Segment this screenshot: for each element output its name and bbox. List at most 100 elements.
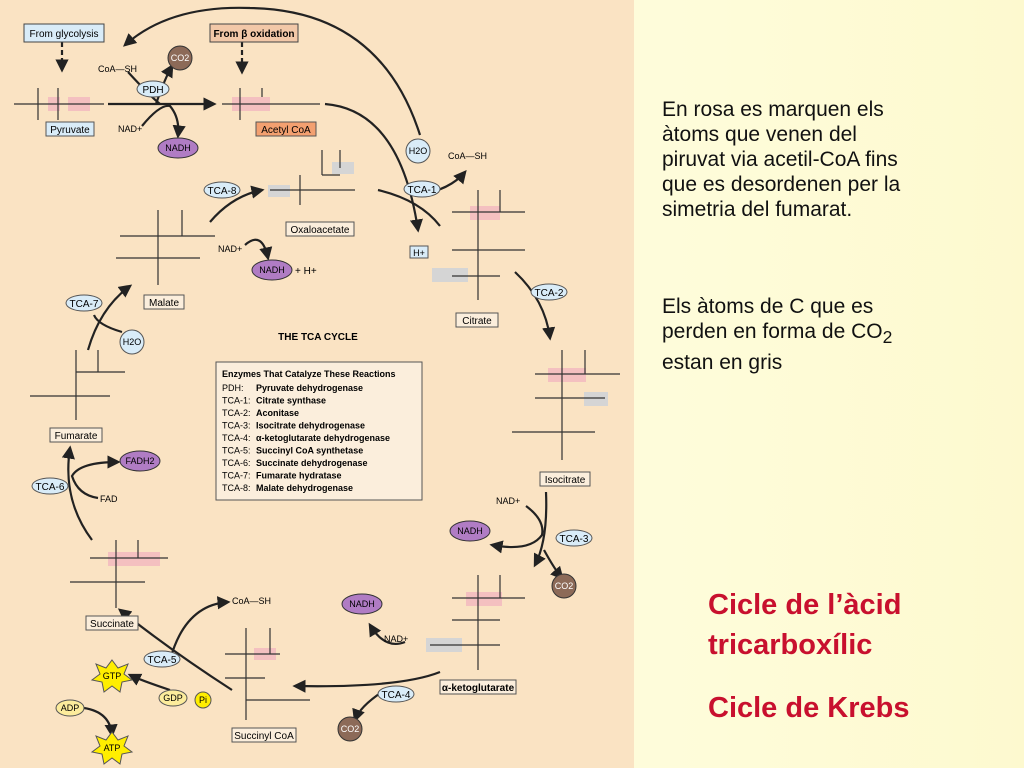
tca8-label: TCA-8 <box>208 186 237 197</box>
enzyme-code: TCA-6: <box>222 458 251 468</box>
fadh2-ellipse <box>119 450 161 472</box>
explanation-pink-atoms: En rosa es marquen els àtoms que venen d… <box>662 98 901 221</box>
enzyme-name: Succinate dehydrogenase <box>256 458 368 468</box>
co2-circle-tca3 <box>551 573 577 599</box>
arrow-tca2 <box>514 271 556 341</box>
from-beta-box <box>209 23 299 43</box>
tca2-label: TCA-2 <box>535 288 564 299</box>
fadh2-label: FADH2 <box>125 456 154 466</box>
title-tca-cycle: Cicle de l’àcid tricarboxílic <box>708 585 901 665</box>
acetyl-coa-box <box>255 121 317 137</box>
nadh-label-tca3: NADH <box>457 526 483 536</box>
arrow-tca6-fad <box>70 455 121 500</box>
pyruvate-box <box>45 121 95 137</box>
hplus-label: H+ <box>413 248 425 258</box>
arrow-tca3-nad <box>489 505 544 554</box>
title-line-1: Cicle de l’àcid <box>708 589 902 621</box>
succinate-label: Succinate <box>90 619 134 630</box>
gtp-star <box>90 659 134 693</box>
malate-box <box>143 294 185 310</box>
tca-cycle-diagram: From glycolysis From β oxidation <box>0 0 634 768</box>
explanation-gray-atoms: Els àtoms de C que es perden en forma de… <box>662 294 932 375</box>
enzyme-name: Citrate synthase <box>256 396 326 406</box>
nadh-pdh <box>157 137 199 159</box>
tca4-tag <box>377 685 415 703</box>
hplus-box <box>409 245 429 259</box>
arrow-tca4-nad <box>368 622 406 646</box>
enzyme-code: TCA-8: <box>222 483 251 493</box>
acetyl-coa-label: Acetyl CoA <box>261 125 311 136</box>
tca7-label: TCA-7 <box>70 299 99 310</box>
plus-h-label: + H+ <box>295 266 317 277</box>
co2-circle-tca4 <box>337 716 363 742</box>
succinyl-coa-label: Succinyl CoA <box>234 731 294 742</box>
nadh-tca4 <box>341 593 383 615</box>
pi-circle <box>194 691 212 709</box>
h2o-label-tca7: H2O <box>123 337 142 347</box>
nad-label-tca4: NAD+ <box>384 634 408 644</box>
enzyme-code: TCA-7: <box>222 471 251 481</box>
enzyme-code: TCA-1: <box>222 396 251 406</box>
tca7-tag <box>65 294 103 312</box>
arrow-tca6 <box>61 445 93 541</box>
fumarate-label: Fumarate <box>55 431 98 442</box>
arrow-pdh-co2 <box>154 63 174 105</box>
enzyme-name: Isocitrate dehydrogenase <box>256 421 365 431</box>
nadh-tca3 <box>449 520 491 542</box>
arrow-tca3 <box>533 491 548 568</box>
citrate-box <box>455 312 499 328</box>
pyruvate-label: Pyruvate <box>50 125 90 136</box>
succinyl-coa-box <box>231 727 297 743</box>
succinate-box <box>85 615 139 631</box>
arrow-tca8 <box>209 185 265 223</box>
enzyme-box-heading: Enzymes That Catalyze These Reactions <box>222 369 396 379</box>
malate-label: Malate <box>149 298 179 309</box>
co2-circle-pdh <box>167 45 193 71</box>
pdh-tag <box>136 80 170 98</box>
co2-label-tca4: CO2 <box>341 724 360 734</box>
tca1-label: TCA-1 <box>408 185 437 196</box>
ketoglutarate-box <box>439 679 517 695</box>
gray-text-subscript: 2 <box>882 327 893 348</box>
arrow-big-return <box>123 6 422 136</box>
nad-label-tca3: NAD+ <box>496 496 520 506</box>
enzyme-list: PDH:Pyruvate dehydrogenaseTCA-1:Citrate … <box>222 383 390 493</box>
coash-label-tca1: CoA—SH <box>448 151 487 161</box>
title-krebs-cycle: Cicle de Krebs <box>708 692 910 724</box>
enzyme-name: Pyruvate dehydrogenase <box>256 383 363 393</box>
h2o-circle-tca7 <box>119 329 145 355</box>
isocitrate-label: Isocitrate <box>545 475 586 486</box>
co2-label-pdh: CO2 <box>171 53 190 63</box>
gtp-label: GTP <box>103 671 122 681</box>
oxaloacetate-label: Oxaloacetate <box>291 225 350 236</box>
arrow-tca7-h2o <box>92 314 123 334</box>
enzyme-code: TCA-5: <box>222 446 251 456</box>
enzyme-code: TCA-4: <box>222 433 251 443</box>
nadh-label-tca4: NADH <box>349 599 375 609</box>
coash-label-pdh: CoA—SH <box>98 64 137 74</box>
enzyme-name: Succinyl CoA synthetase <box>256 446 363 456</box>
cycle-title: THE TCA CYCLE <box>278 332 358 343</box>
pi-label: Pi <box>199 695 207 705</box>
tca6-label: TCA-6 <box>36 482 65 493</box>
enzyme-code: TCA-2: <box>222 408 251 418</box>
nadh-label-tca8: NADH <box>259 265 285 275</box>
oxaloacetate-box <box>285 221 355 237</box>
fad-label: FAD <box>100 494 118 504</box>
arrow-gdp-gtp <box>127 673 171 692</box>
pdh-label: PDH <box>142 85 163 96</box>
from-glycolysis-label: From glycolysis <box>30 29 99 40</box>
tca5-tag <box>143 650 181 668</box>
enzyme-name: Aconitase <box>256 408 299 418</box>
isocitrate-box <box>539 471 591 487</box>
citrate-label: Citrate <box>462 316 492 327</box>
fumarate-box <box>49 427 103 443</box>
coash-label-tca5: CoA—SH <box>232 596 271 606</box>
tca6-tag <box>31 477 69 495</box>
adp-label: ADP <box>61 703 80 713</box>
co2-label-tca3: CO2 <box>555 581 574 591</box>
arrow-oxalo-citrate <box>377 188 441 227</box>
gdp-ellipse <box>158 689 188 707</box>
from-glycolysis-box <box>23 23 105 43</box>
tca3-label: TCA-3 <box>560 534 589 545</box>
